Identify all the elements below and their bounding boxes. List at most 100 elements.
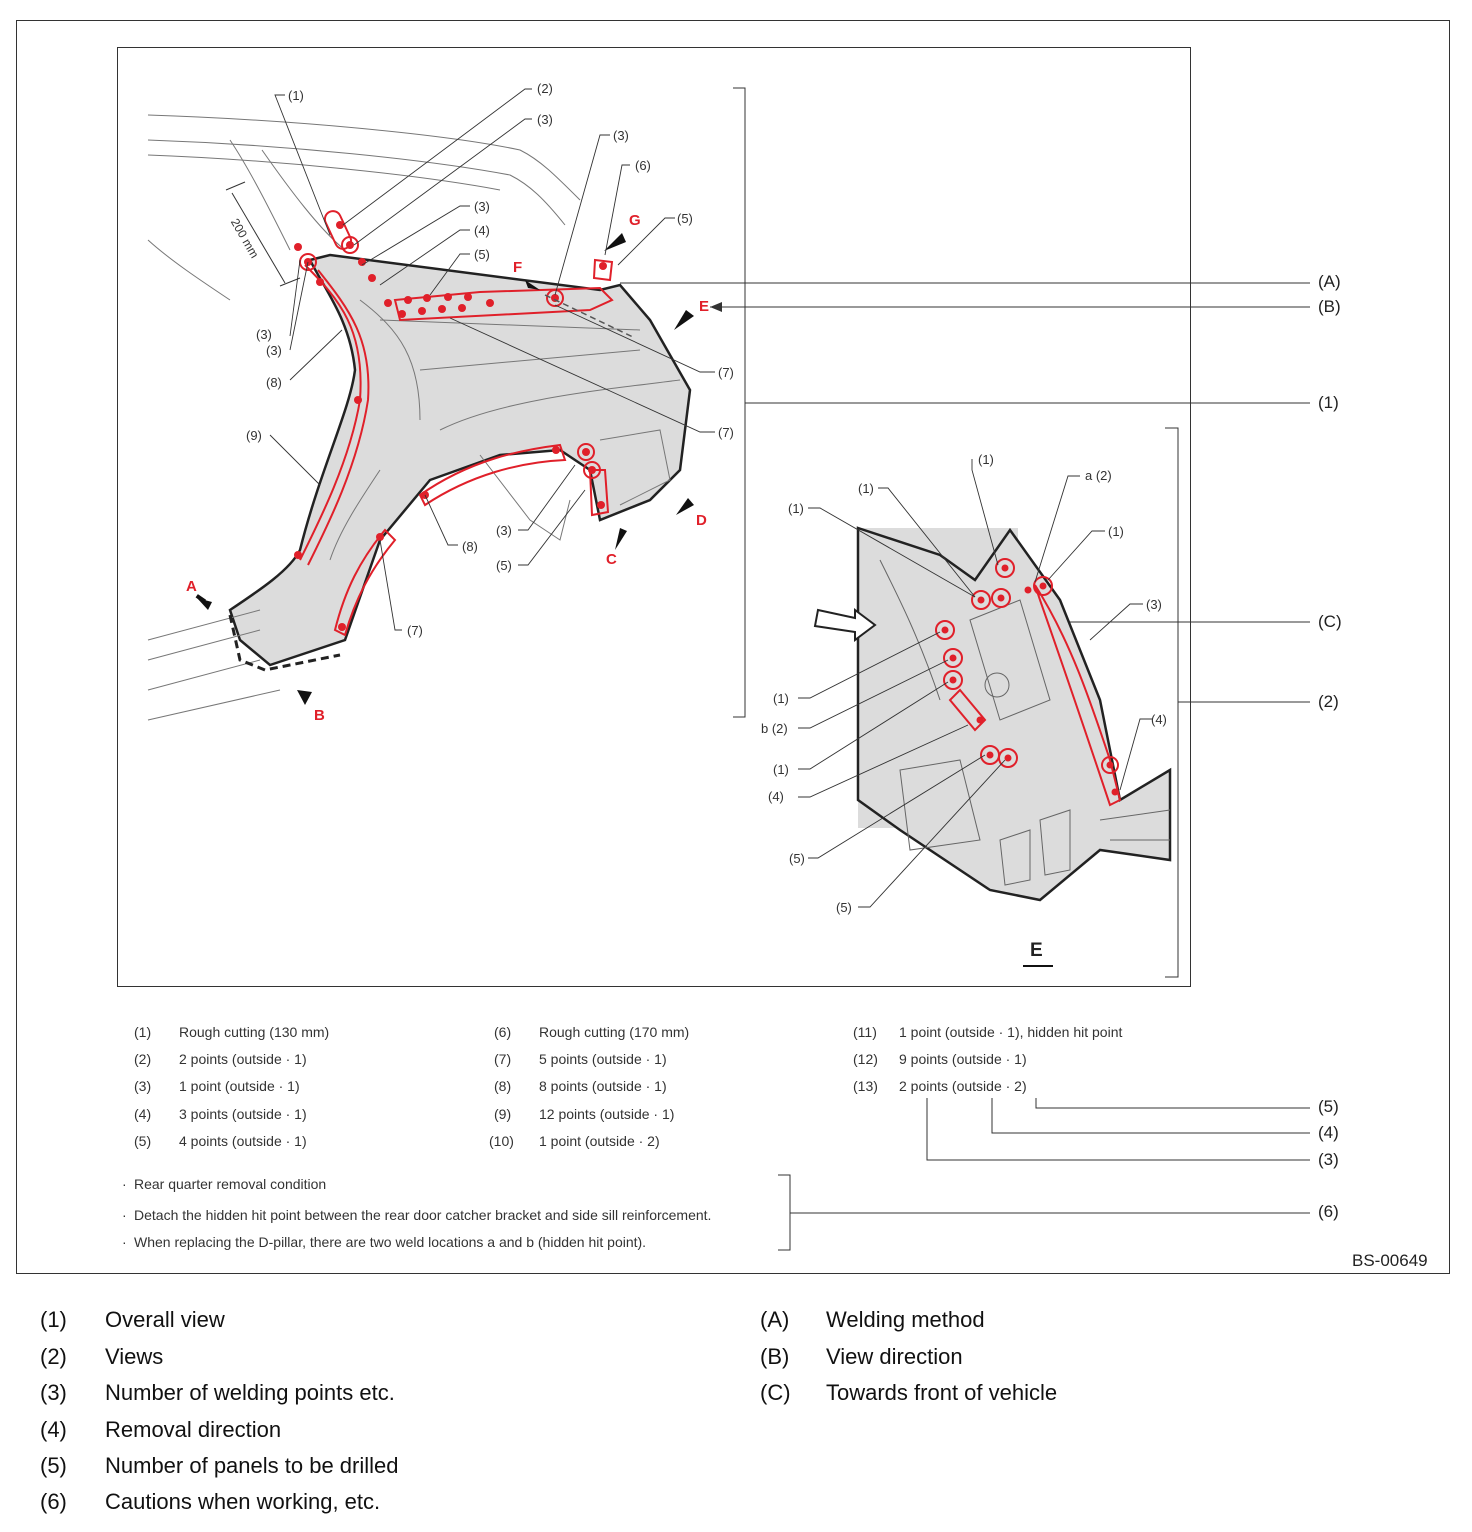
figure-frame — [16, 20, 1450, 1274]
legend-text: 3 points (outside · 1) — [179, 1106, 307, 1122]
inset-weld-points — [941, 564, 1119, 796]
callout-7b: (7) — [718, 425, 734, 440]
key-text: Towards front of vehicle — [826, 1380, 1058, 1405]
key-text: Number of welding points etc. — [105, 1380, 395, 1405]
direction-arrows — [195, 233, 694, 705]
legend-text: 9 points (outside · 1) — [899, 1051, 1027, 1067]
inset-welds — [935, 558, 1122, 807]
view-direction-f: F — [513, 259, 523, 276]
note-bullet: · — [122, 1207, 127, 1223]
view-direction-d: D — [696, 512, 707, 529]
callout-5c: (5) — [496, 558, 512, 573]
legend-text: 12 points (outside · 1) — [539, 1106, 675, 1122]
callout-2: (2) — [537, 81, 553, 96]
inset-callout-1c: (1) — [978, 452, 994, 467]
key-text: Overall view — [105, 1307, 225, 1332]
roof-lines — [147, 114, 581, 301]
legend-text: 1 point (outside · 1) — [179, 1078, 300, 1094]
key-text: Welding method — [826, 1307, 985, 1332]
right-label-c: (C) — [1318, 612, 1342, 631]
inset-callout-a2: a (2) — [1085, 468, 1112, 483]
legend-num: (10) — [489, 1133, 514, 1149]
key-num: (1) — [40, 1307, 67, 1332]
key-text: Number of panels to be drilled — [105, 1453, 399, 1478]
panel-detail-lines — [147, 299, 681, 721]
callout-6: (6) — [635, 158, 651, 173]
legend-text: Rough cutting (170 mm) — [539, 1024, 690, 1040]
cut-line — [228, 614, 341, 672]
legend-text: 5 points (outside · 1) — [539, 1051, 667, 1067]
drawing-frame — [117, 47, 1191, 987]
dimension-line — [225, 181, 301, 287]
inset-callout-4a: (4) — [768, 789, 784, 804]
right-label-4: (4) — [1318, 1123, 1339, 1142]
legend-num: (6) — [494, 1024, 512, 1040]
callout-4: (4) — [474, 223, 490, 238]
legend-num: (8) — [494, 1078, 512, 1094]
right-label-1: (1) — [1318, 393, 1339, 412]
view-e-label: E — [1030, 940, 1043, 961]
view-direction-a: A — [186, 578, 197, 595]
key-num: (B) — [760, 1344, 790, 1369]
removal-arrow — [544, 294, 636, 339]
callout-3e: (3) — [266, 343, 282, 358]
legend-num: (3) — [134, 1078, 152, 1094]
inset-callout-1e: (1) — [773, 691, 789, 706]
key-num: (A) — [760, 1307, 790, 1332]
inset-callout-1d: (1) — [1108, 524, 1124, 539]
legend-text: 8 points (outside · 1) — [539, 1078, 667, 1094]
key-text: Removal direction — [105, 1417, 282, 1442]
right-label-b: (B) — [1318, 297, 1341, 316]
view-direction-g: G — [629, 212, 641, 229]
diagram-drawing — [147, 87, 1310, 1251]
legend-num: (7) — [494, 1051, 512, 1067]
legend-num: (9) — [494, 1106, 512, 1122]
key-num: (5) — [40, 1453, 67, 1478]
inset-callout-b2: b (2) — [761, 721, 788, 736]
legend-text: 2 points (outside · 2) — [899, 1078, 1027, 1094]
inset-callout-5a: (5) — [789, 851, 805, 866]
callout-3c: (3) — [474, 199, 490, 214]
legend-num: (4) — [134, 1106, 152, 1122]
right-brackets — [620, 87, 1310, 1251]
note-text: Rear quarter removal condition — [134, 1176, 327, 1192]
legend-num: (11) — [853, 1024, 877, 1040]
weld-points — [294, 221, 607, 631]
legend-text: 4 points (outside · 1) — [179, 1133, 307, 1149]
legend-num: (2) — [134, 1051, 152, 1067]
view-direction-c: C — [606, 551, 617, 568]
leader-lines — [269, 88, 715, 631]
note-text: When replacing the D-pillar, there are t… — [134, 1234, 647, 1250]
legend-num: (12) — [853, 1051, 878, 1067]
callout-9: (9) — [246, 428, 262, 443]
legend-text: 2 points (outside · 1) — [179, 1051, 307, 1067]
key-num: (4) — [40, 1417, 67, 1442]
callout-8a: (8) — [266, 375, 282, 390]
inset-leader-lines — [798, 459, 1153, 908]
right-label-5: (5) — [1318, 1097, 1339, 1116]
callout-3a: (3) — [537, 112, 553, 127]
front-arrow — [813, 608, 877, 642]
callout-3f: (3) — [496, 523, 512, 538]
legend-num: (1) — [134, 1024, 152, 1040]
legend-num: (13) — [853, 1078, 878, 1094]
note-bullet: · — [122, 1176, 127, 1192]
callout-3d: (3) — [256, 327, 272, 342]
inset-callout-4b: (4) — [1151, 712, 1167, 727]
callout-3b: (3) — [613, 128, 629, 143]
right-label-a: (A) — [1318, 272, 1341, 291]
legend-text: 1 point (outside · 1), hidden hit point — [899, 1024, 1123, 1040]
key-text: View direction — [826, 1344, 963, 1369]
note-text: Detach the hidden hit point between the … — [134, 1207, 712, 1223]
right-label-6: (6) — [1318, 1202, 1339, 1221]
callout-5b: (5) — [474, 247, 490, 262]
view-direction-e: E — [699, 298, 710, 315]
right-label-2: (2) — [1318, 692, 1339, 711]
note-bullet: · — [122, 1234, 127, 1250]
key-num: (3) — [40, 1380, 67, 1405]
right-label-3: (3) — [1318, 1150, 1339, 1169]
legend-text: Rough cutting (130 mm) — [179, 1024, 330, 1040]
figure-code: BS-00649 — [1352, 1251, 1428, 1270]
inset-callout-1a: (1) — [788, 501, 804, 516]
key-text: Cautions when working, etc. — [105, 1489, 381, 1514]
